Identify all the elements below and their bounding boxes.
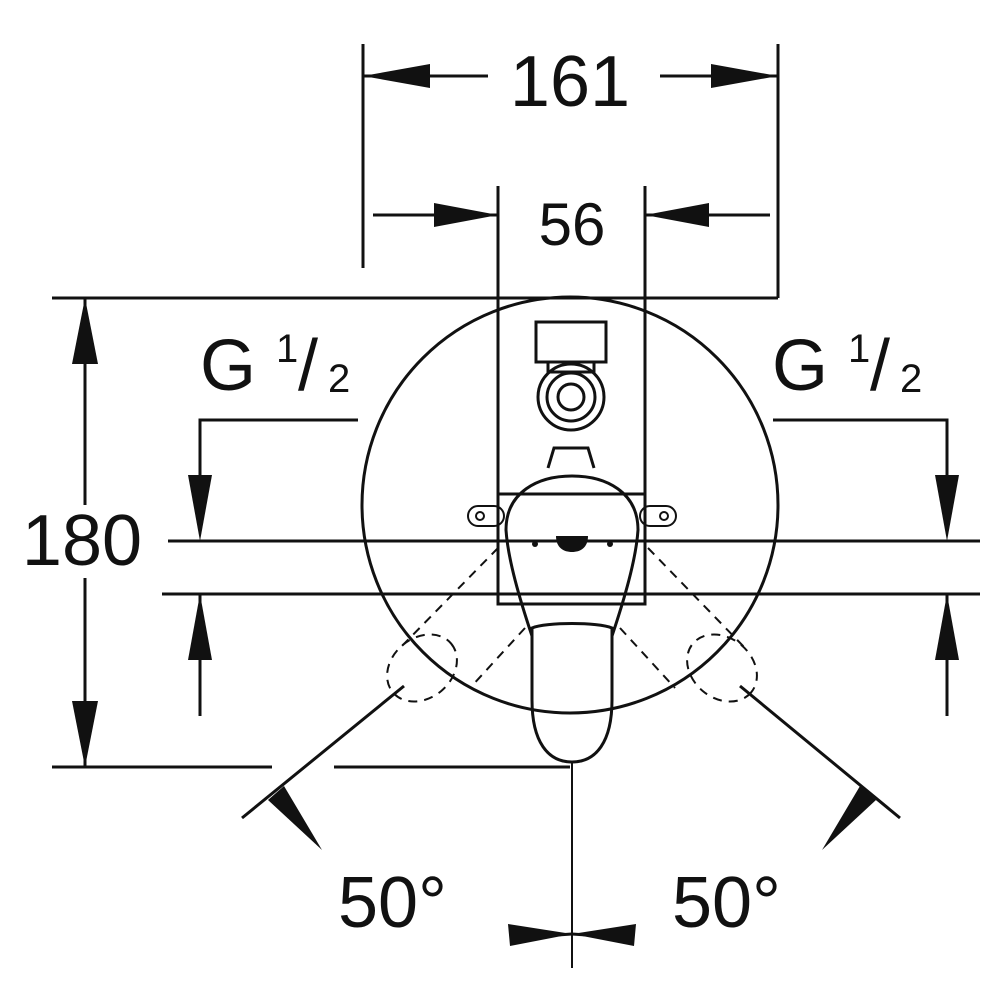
diverter-knob xyxy=(534,320,608,469)
lever-rotation-left xyxy=(386,547,526,703)
angle-dimension-right: 50° xyxy=(571,684,901,946)
thread-leader-left xyxy=(188,418,358,716)
svg-text:G: G xyxy=(772,326,828,406)
arrow-left-icon xyxy=(572,924,636,946)
svg-text:/: / xyxy=(870,326,890,406)
arrow-up-icon xyxy=(72,298,98,364)
arrow-right-icon xyxy=(363,64,430,88)
arrow-left-icon xyxy=(711,64,778,88)
thread-label-right: G 1 / 2 xyxy=(772,326,922,406)
thread-leader-right xyxy=(773,418,959,716)
svg-text:2: 2 xyxy=(328,357,350,401)
arrow-down-left-icon xyxy=(822,786,876,850)
lever-rotation-right xyxy=(619,547,758,703)
svg-text:/: / xyxy=(298,326,318,406)
escutcheon-plate xyxy=(360,295,780,715)
lever-handle-underside xyxy=(530,622,614,636)
dimension-180: 180 xyxy=(22,296,778,769)
indicator-dot-icon xyxy=(607,541,613,547)
mounting-ear-left xyxy=(467,505,505,527)
dimension-label-56: 56 xyxy=(539,191,606,258)
dimension-56: 56 xyxy=(373,191,770,258)
svg-text:2: 2 xyxy=(900,357,922,401)
arrow-down-icon xyxy=(188,475,212,541)
arrow-down-icon xyxy=(72,701,98,767)
svg-text:G: G xyxy=(200,326,256,406)
brand-indicator-icon xyxy=(556,536,588,552)
mounting-ear-right xyxy=(639,505,677,527)
svg-text:1: 1 xyxy=(848,327,870,371)
arrow-left-icon xyxy=(645,203,709,227)
arrow-down-icon xyxy=(935,475,959,541)
arrow-down-right-icon xyxy=(268,786,322,850)
angle-label-right: 50° xyxy=(672,863,781,943)
indicator-dot-icon xyxy=(532,541,538,547)
arrow-right-icon xyxy=(434,203,498,227)
angle-dimension-left: 50° xyxy=(241,684,573,946)
angle-label-left: 50° xyxy=(338,863,447,943)
arrow-up-icon xyxy=(935,594,959,660)
thread-label-left: G 1 / 2 xyxy=(200,326,350,406)
lever-handle xyxy=(504,474,640,764)
arrow-up-icon xyxy=(188,594,212,660)
dimension-label-180: 180 xyxy=(22,501,142,581)
dimension-label-161: 161 xyxy=(510,42,630,122)
arrow-right-icon xyxy=(508,924,572,946)
dimension-161: 161 xyxy=(363,42,778,122)
svg-text:1: 1 xyxy=(276,327,298,371)
